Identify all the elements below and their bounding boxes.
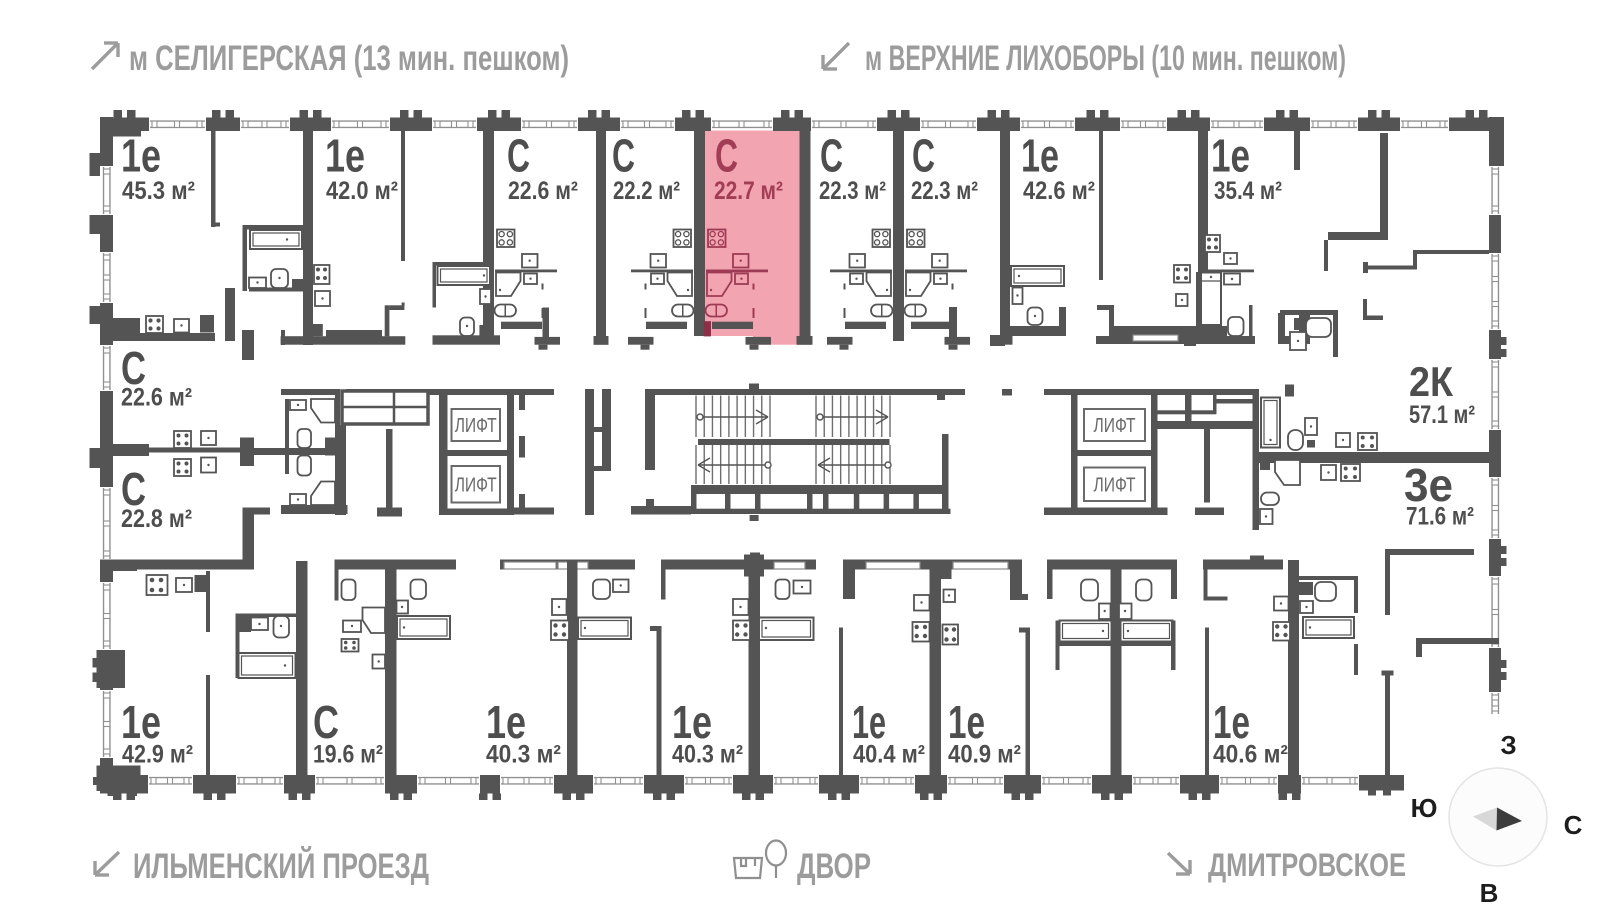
- svg-text:м СЕЛИГЕРСКАЯ (13 мин. пешком): м СЕЛИГЕРСКАЯ (13 мин. пешком): [129, 39, 569, 78]
- svg-text:С: С: [1564, 810, 1583, 840]
- svg-text:С: С: [612, 130, 635, 182]
- svg-text:40.3 м²: 40.3 м²: [672, 741, 743, 769]
- svg-text:22.8 м²: 22.8 м²: [121, 505, 192, 533]
- svg-text:1е: 1е: [948, 696, 985, 748]
- svg-text:1е: 1е: [121, 130, 161, 182]
- svg-text:С: С: [507, 130, 530, 182]
- svg-text:1е: 1е: [121, 696, 161, 748]
- svg-text:ДМИТРОВСКОЕ: ДМИТРОВСКОЕ: [1208, 847, 1406, 883]
- svg-text:1е: 1е: [486, 696, 526, 748]
- svg-text:С: С: [820, 130, 843, 182]
- svg-text:С: С: [715, 130, 738, 182]
- svg-text:35.4 м²: 35.4 м²: [1214, 177, 1282, 205]
- svg-text:С: С: [912, 130, 935, 182]
- svg-text:С: С: [121, 463, 146, 515]
- svg-text:40.9 м²: 40.9 м²: [948, 741, 1021, 769]
- svg-text:ЛИФТ: ЛИФТ: [455, 415, 497, 437]
- svg-text:1е: 1е: [852, 696, 886, 748]
- svg-text:1е: 1е: [325, 130, 365, 182]
- svg-text:71.6 м²: 71.6 м²: [1406, 503, 1474, 531]
- svg-text:1е: 1е: [672, 696, 712, 748]
- svg-text:1е: 1е: [1211, 130, 1250, 182]
- svg-text:22.3 м²: 22.3 м²: [911, 177, 978, 205]
- svg-text:С: С: [313, 696, 339, 748]
- svg-text:42.9 м²: 42.9 м²: [122, 741, 193, 769]
- svg-text:ИЛЬМЕНСКИЙ ПРОЕЗД: ИЛЬМЕНСКИЙ ПРОЕЗД: [133, 846, 429, 886]
- svg-text:м ВЕРХНИЕ ЛИХОБОРЫ (10 мин. пе: м ВЕРХНИЕ ЛИХОБОРЫ (10 мин. пешком): [865, 39, 1346, 78]
- svg-text:22.2 м²: 22.2 м²: [613, 177, 680, 205]
- svg-text:З: З: [1500, 730, 1516, 760]
- svg-text:40.6 м²: 40.6 м²: [1213, 741, 1288, 769]
- svg-text:ДВОР: ДВОР: [797, 847, 871, 886]
- svg-text:40.4 м²: 40.4 м²: [853, 741, 925, 769]
- svg-text:ЛИФТ: ЛИФТ: [1094, 475, 1136, 497]
- svg-text:22.6 м²: 22.6 м²: [508, 177, 578, 205]
- svg-text:42.6 м²: 42.6 м²: [1023, 177, 1095, 205]
- svg-text:ЛИФТ: ЛИФТ: [455, 475, 497, 497]
- svg-text:1е: 1е: [1213, 696, 1250, 748]
- svg-text:3е: 3е: [1404, 459, 1453, 511]
- svg-text:В: В: [1480, 878, 1499, 908]
- svg-text:2К: 2К: [1409, 358, 1453, 405]
- svg-text:40.3 м²: 40.3 м²: [486, 741, 561, 769]
- svg-text:42.0 м²: 42.0 м²: [326, 177, 398, 205]
- svg-text:ЛИФТ: ЛИФТ: [1094, 415, 1136, 437]
- svg-text:Ю: Ю: [1411, 793, 1438, 823]
- svg-text:22.6 м²: 22.6 м²: [121, 384, 192, 412]
- svg-text:1е: 1е: [1021, 130, 1059, 182]
- svg-text:22.3 м²: 22.3 м²: [819, 177, 886, 205]
- svg-text:19.6 м²: 19.6 м²: [313, 741, 383, 769]
- svg-text:С: С: [121, 342, 146, 394]
- svg-text:22.7 м²: 22.7 м²: [714, 177, 783, 205]
- svg-text:57.1 м²: 57.1 м²: [1409, 401, 1475, 429]
- svg-text:45.3 м²: 45.3 м²: [122, 177, 195, 205]
